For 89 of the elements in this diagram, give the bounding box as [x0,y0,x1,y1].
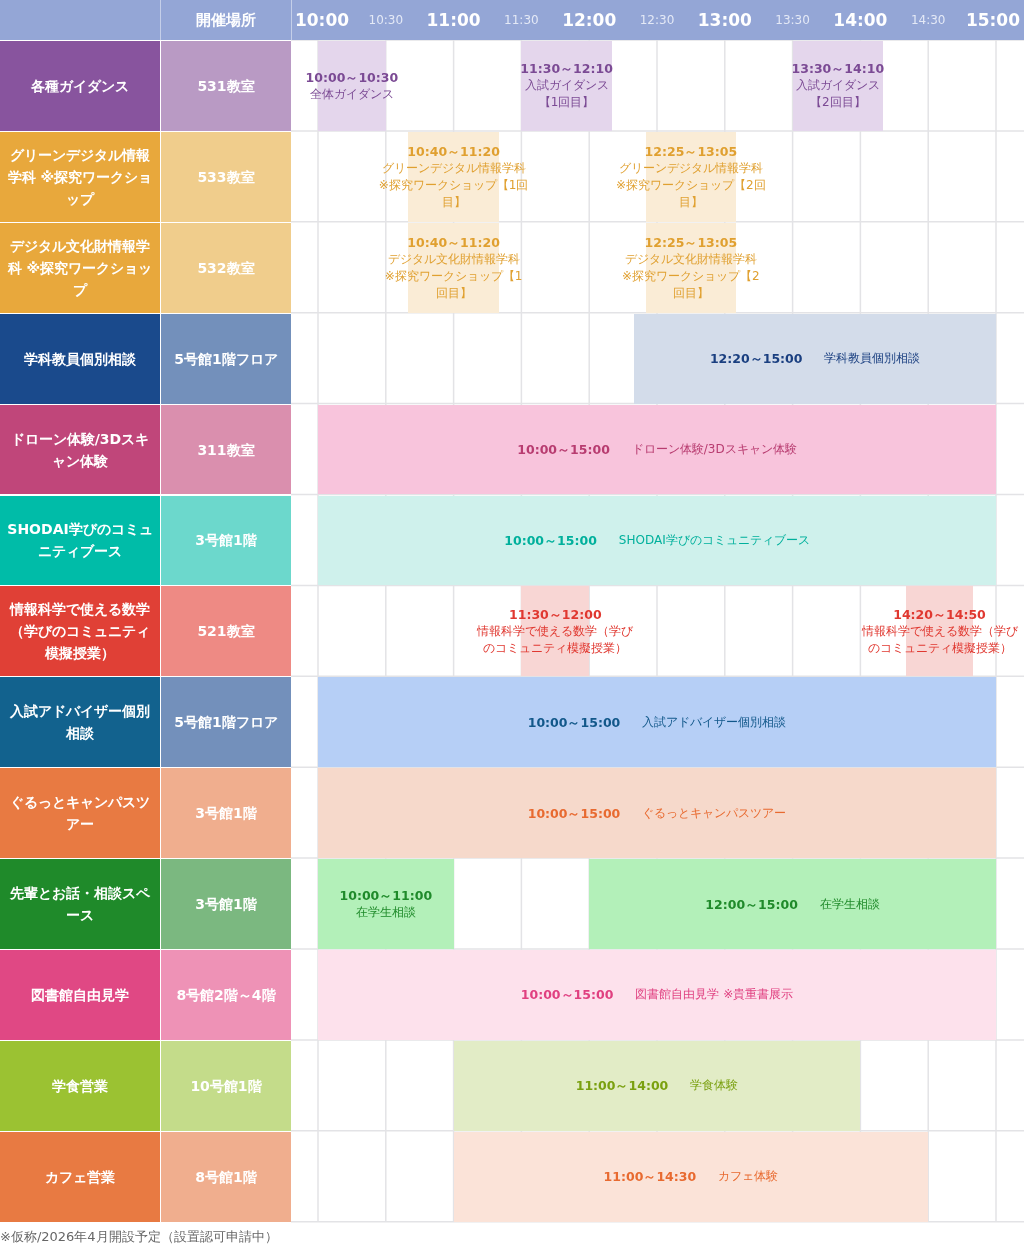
location-cell: 10号館1階 [161,1040,291,1131]
event-title: 在学生相談 [355,904,416,922]
event-title: 学食体験 [690,1077,739,1095]
location-cell: 3号館1階 [161,859,291,949]
time-text: 10:40～11:20 [407,142,500,160]
time-label: 10:00 [293,9,351,32]
event-title: 情報科学で使える数学（学びのコミュニティ模擬授業） [476,622,635,657]
event-bar [318,768,996,859]
event-title: ドローン体験/3Dスキャン体験 [631,441,797,459]
event-bar [453,1040,861,1131]
location-cell: 5号館1階フロア [161,677,291,768]
time-label: 11:00 [425,9,482,32]
time-text: 12:25～13:05 [644,142,738,160]
time-text: 10:00～15:00 [504,531,597,549]
event-bar [792,41,883,131]
event-title: 入試ガイダンス【2回目】 [794,77,881,112]
event-bar [318,495,996,586]
time-text: 11:00～14:30 [603,1168,697,1186]
category-cell: ドローン体験/3Dスキャン体験 [0,404,160,495]
time-text: 12:25～13:05 [644,233,738,251]
location-cell: 8号館1階 [161,1131,291,1222]
time-text: 11:30～12:10 [520,60,613,78]
time-text: 10:00～10:30 [305,68,399,86]
time-text: 12:20～15:00 [709,350,803,368]
category-cell: 各種ガイダンス [0,41,160,131]
event-title: グリーンデジタル情報学科※探究ワークショップ【1回目】 [378,159,529,211]
time-label: 13:30 [774,12,811,29]
time-label: 12:00 [561,9,618,32]
category-cell: 学科教員個別相談 [0,313,160,404]
time-text: 10:00～15:00 [517,441,610,459]
header-text: 開催場所 [195,10,257,31]
event-title: 在学生相談 [819,895,880,913]
time-text: 10:40～11:20 [407,233,500,251]
event-bar [318,404,996,495]
category-cell: 入試アドバイザー個別相談 [0,677,160,768]
event-bar [634,313,996,404]
location-cell: 3号館1階 [161,768,291,859]
time-text: 10:00～15:00 [520,986,614,1004]
event-title: デジタル文化財情報学科※探究ワークショップ【1回目】 [383,250,524,302]
event-title: グリーンデジタル情報学科※探究ワークショップ【2回目】 [615,159,766,211]
footnote: ※仮称/2026年4月開設予定（設置認可申請中） [0,1228,279,1246]
location-cell: 5号館1階フロア [161,313,291,404]
time-label: 13:00 [696,9,753,32]
time-text: 11:30～12:00 [509,605,602,623]
event-title: ぐるっとキャンパスツアー [642,804,787,822]
time-text: 10:00～15:00 [527,713,621,731]
event-title: 全体ガイダンス [309,85,394,103]
category-cell: 情報科学で使える数学（学びのコミュニティ模擬授業） [0,586,160,677]
time-text: 10:00～15:00 [527,804,621,822]
time-text: 12:00～15:00 [705,895,798,913]
location-cell: 8号館2階～4階 [161,950,291,1040]
category-cell: ぐるっとキャンパスツアー [0,768,160,859]
location-cell: 521教室 [161,586,291,677]
time-label: 11:30 [503,12,540,29]
category-cell: グリーンデジタル情報学科 ※探究ワークショップ [0,131,160,222]
location-cell: 532教室 [161,222,291,313]
time-text: 14:20～14:50 [893,605,986,623]
event-title: 入試ガイダンス【1回目】 [523,77,610,112]
time-label: 14:30 [909,12,947,29]
location-cell: 533教室 [161,131,291,222]
event-bar [318,950,996,1040]
event-title: 学科教員個別相談 [824,350,921,368]
event-title: カフェ体験 [718,1168,779,1186]
event-title: 入試アドバイザー個別相談 [642,713,787,731]
time-label: 14:00 [832,9,889,32]
time-text: 13:30～14:10 [791,60,885,78]
location-cell: 3号館1階 [161,495,291,586]
event-bar [318,677,996,768]
event-title: 図書館自由見学 ※貴重書展示 [635,986,794,1004]
category-cell: 先輩とお話・相談スペース [0,859,160,949]
category-cell: 図書館自由見学 [0,950,160,1040]
event-bar [453,1131,929,1222]
location-cell: 311教室 [161,404,291,495]
event-title: 情報科学で使える数学（学びのコミュニティ模擬授業） [860,622,1019,657]
time-label: 10:30 [367,12,405,29]
time-label: 12:30 [638,12,676,29]
time-text: 10:00～11:00 [339,887,433,905]
category-cell: デジタル文化財情報学科 ※探究ワークショップ [0,222,160,313]
category-cell: SHODAI学びのコミュニティブース [0,495,160,586]
event-bar [318,859,454,949]
event-bar [521,41,612,131]
time-text: 11:00～14:00 [575,1077,669,1095]
event-title: デジタル文化財情報学科※探究ワークショップ【2回目】 [621,250,761,302]
event-bar [589,859,996,949]
category-cell: カフェ営業 [0,1131,160,1222]
event-title: SHODAI学びのコミュニティブース [618,531,810,549]
category-cell: 学食営業 [0,1040,160,1131]
location-cell: 531教室 [161,41,291,131]
time-label: 15:00 [964,9,1021,32]
